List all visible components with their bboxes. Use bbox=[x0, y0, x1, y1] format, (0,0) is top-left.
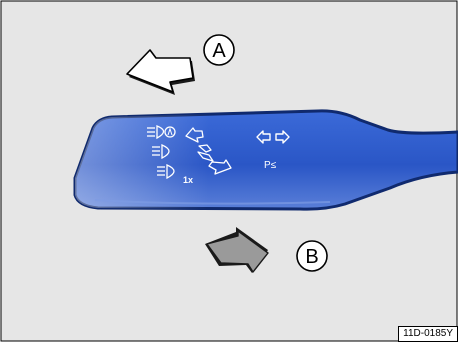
arrow-a bbox=[126, 49, 195, 95]
reference-code: 11D-0185Y bbox=[398, 326, 458, 342]
callout-b-label: B bbox=[305, 246, 318, 268]
turn-signal-arrows-icon bbox=[256, 130, 290, 144]
auto-main-beam-icon bbox=[147, 125, 176, 140]
turn-signal-lever: 1x P≤ bbox=[73, 109, 458, 211]
parking-light-label: P≤ bbox=[264, 160, 277, 171]
callout-b: B bbox=[296, 240, 328, 272]
headlight-flasher-icon bbox=[157, 164, 175, 180]
callout-a: A bbox=[203, 34, 235, 66]
arrow-b bbox=[205, 227, 269, 273]
main-beam-icon bbox=[152, 144, 170, 160]
push-pull-arrows-icon bbox=[185, 127, 232, 175]
flasher-subscript: 1x bbox=[183, 175, 193, 185]
callout-a-label: A bbox=[212, 40, 226, 62]
